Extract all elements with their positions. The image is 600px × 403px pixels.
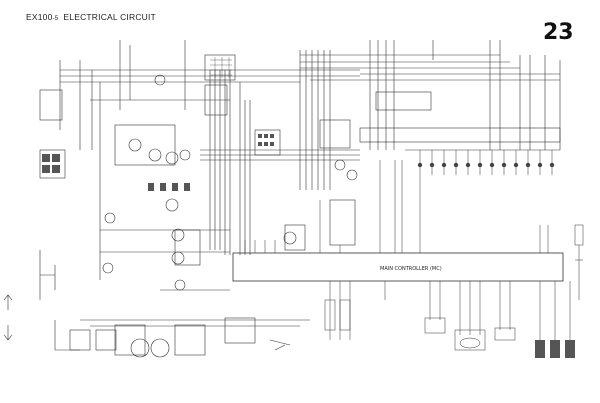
diagram-title: EX100-5 ELECTRICAL CIRCUIT [26, 12, 156, 22]
model-suffix: -5 [52, 16, 59, 22]
circuit-title: ELECTRICAL CIRCUIT [63, 12, 156, 22]
main-controller-label: MAIN CONTROLLER (MC) [380, 266, 442, 272]
page-number: 23 [543, 20, 574, 45]
model-name: EX100 [26, 12, 53, 22]
